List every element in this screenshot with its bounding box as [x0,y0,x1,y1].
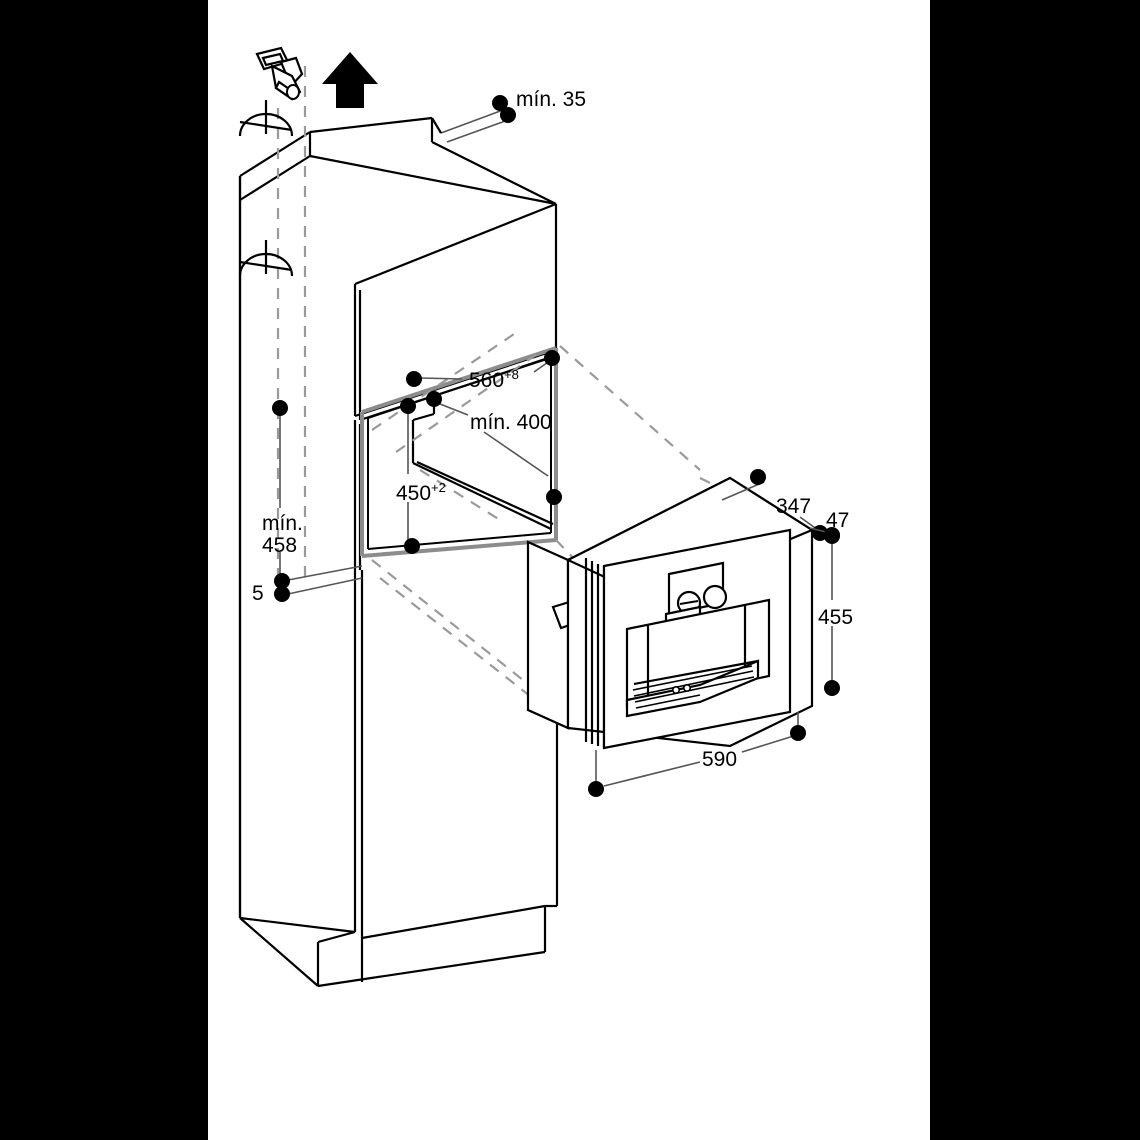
dimension-niche-width: 560+8 [406,350,560,392]
dimension-label-590: 590 [702,748,737,771]
drip-tray-grille [632,665,755,709]
break-line-symbol-top [238,98,294,138]
dimension-appliance-body-depth: 347 [721,469,828,541]
dimension-label-455: 455 [818,606,853,629]
dimension-minimum-height-below-niche: mín. 458 [262,400,303,578]
dimension-label-min-458-line2: 458 [262,534,297,557]
dimension-label-560: 560+8 [469,367,519,392]
niche-opening-inner [367,356,552,550]
dimension-label-450: 450+2 [396,480,446,505]
drip-tray [625,659,760,718]
dimension-label-min-35: mín. 35 [516,88,586,111]
control-knob-right [702,584,728,610]
dimension-label-47: 47 [826,509,849,532]
power-plug-icon [255,46,304,101]
dimension-minimum-rear-ventilation-gap: mín. 35 [431,88,586,143]
dimension-label-347: 347 [776,495,811,518]
dimension-minimum-niche-depth: mín. 400 [426,391,562,505]
dimension-label-5: 5 [252,582,264,605]
break-line-symbol-lower [238,238,294,278]
dimension-label-min-458-line1: mín. [262,512,303,535]
up-arrow-icon [322,52,378,108]
dimension-appliance-height: 455 [818,528,853,696]
niche-opening-frame [360,346,558,558]
dimension-niche-height: 450+2 [396,398,446,554]
dimension-label-min-400: mín. 400 [470,411,552,434]
dimension-plinth-offset: 5 [252,565,363,605]
dimension-appliance-width: 590 [588,712,806,797]
built-in-coffee-machine [526,476,815,750]
